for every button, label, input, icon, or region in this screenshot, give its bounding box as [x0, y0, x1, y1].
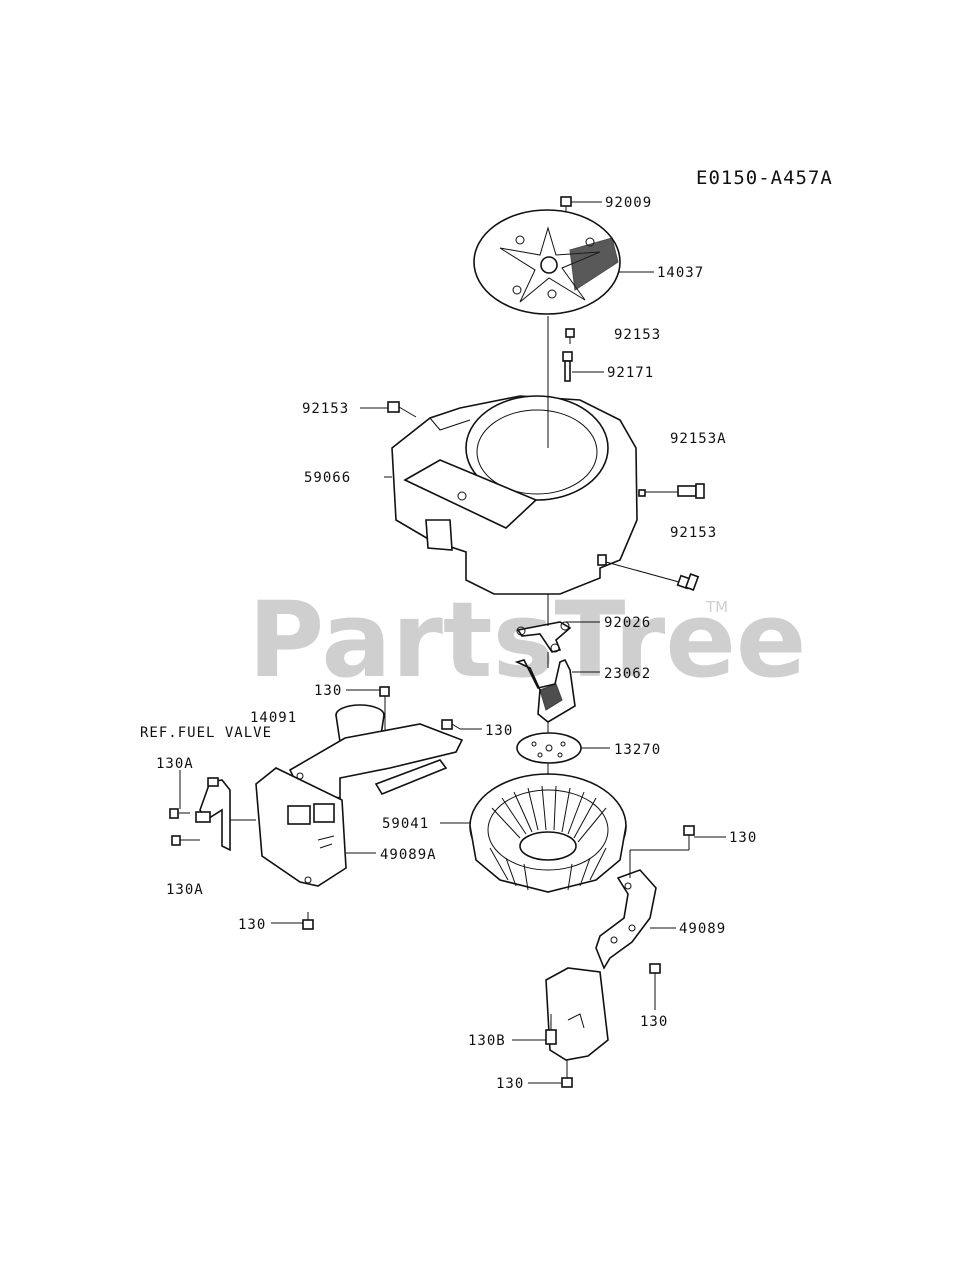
callout-130-bottom-left: 130: [238, 917, 266, 933]
bracket-23062: [514, 658, 576, 723]
plate-92026: [516, 621, 572, 653]
bolt-130-bottom-left: [302, 912, 314, 930]
bolt-92153a: [677, 483, 705, 499]
callout-92153-right: 92153: [670, 525, 717, 541]
callout-92171: 92171: [607, 365, 654, 381]
callout-130b: 130B: [468, 1033, 506, 1049]
plate-13270: [516, 732, 582, 764]
fan-blades: [489, 785, 607, 891]
bolt-130a-lower: [171, 835, 200, 846]
callout-92153a: 92153A: [670, 431, 727, 447]
callout-130-upper-left: 130: [314, 683, 342, 699]
shroud-49089a: [255, 723, 464, 887]
callout-59041: 59041: [382, 816, 429, 832]
shroud-49089: [545, 869, 657, 1061]
fuel-valve-bracket: [195, 777, 231, 852]
callout-14091: 14091: [250, 710, 297, 726]
watermark-trademark: TM: [705, 598, 728, 616]
diagram-code: E0150-A457A: [696, 167, 833, 189]
bolt-130-right-upper: [683, 825, 695, 850]
callout-130-right-middle: 130: [640, 1014, 668, 1030]
bolt-130-bottom-right: [561, 1060, 573, 1088]
screen-14037: [473, 209, 621, 315]
bolt-92153-top: [565, 328, 575, 344]
bolt-130-right-middle: [649, 963, 661, 974]
callout-92153-top: 92153: [614, 327, 661, 343]
fan-59041: [469, 773, 627, 893]
stud-92171: [562, 351, 573, 382]
callout-130a-upper: 130A: [156, 756, 194, 772]
watermark: PartsTree: [248, 579, 806, 701]
callout-92009: 92009: [605, 195, 652, 211]
callout-49089: 49089: [679, 921, 726, 937]
bolt-92153-left: [387, 401, 417, 418]
callout-130-right-upper: 130: [729, 830, 757, 846]
leader-lines: [179, 201, 726, 1084]
bolt-130-center: [441, 719, 461, 730]
callout-92153-left: 92153: [302, 401, 349, 417]
callout-130-center: 130: [485, 723, 513, 739]
callout-13270: 13270: [614, 742, 661, 758]
callout-23062: 23062: [604, 666, 651, 682]
bolt-92153-right: [676, 573, 700, 591]
callout-labels: 92009 14037 92153 92171 92153 92153A 590…: [140, 195, 757, 1092]
blower-housing-59066: [391, 395, 646, 595]
reference-fuel-valve: REF.FUEL VALVE: [140, 725, 272, 741]
callout-92026: 92026: [604, 615, 651, 631]
callout-130a-lower: 130A: [166, 882, 204, 898]
callout-49089a: 49089A: [380, 847, 437, 863]
callout-14037: 14037: [657, 265, 704, 281]
bolt-130a-upper: [169, 808, 190, 819]
callout-130-bottom-right: 130: [496, 1076, 524, 1092]
bolt-130b: [545, 1014, 557, 1045]
callout-59066: 59066: [304, 470, 351, 486]
